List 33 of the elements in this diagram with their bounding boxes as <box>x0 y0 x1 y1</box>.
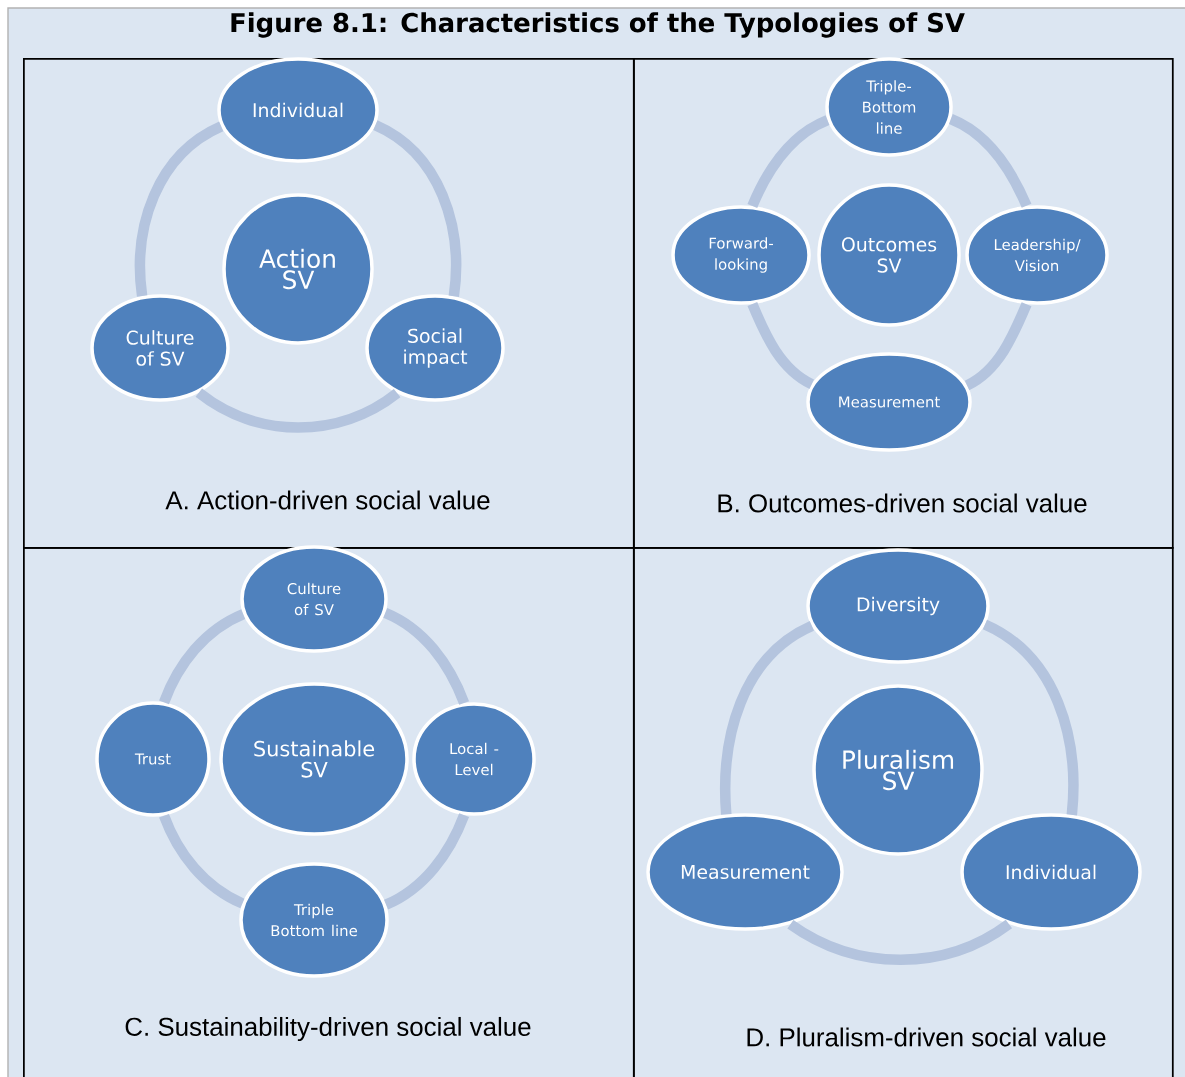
ring-arc <box>982 619 1079 816</box>
circle-node: Culture of SV <box>90 294 230 402</box>
circle-node: Individual <box>217 57 379 163</box>
ring-arc <box>747 302 815 389</box>
ring-arc <box>964 302 1032 391</box>
ring-arc <box>159 813 245 909</box>
circle-node: Culture of SV <box>240 545 388 653</box>
ring-arc <box>383 813 470 910</box>
ring-arc <box>159 609 246 705</box>
circle-node: Social impact <box>365 294 505 402</box>
circle-node: Diversity <box>806 548 990 664</box>
circle-node: Leadership/ Vision <box>965 205 1109 305</box>
circle-node: Triple Bottom line <box>239 862 389 978</box>
ring-arc <box>134 121 224 297</box>
circle-node: Measurement <box>646 813 844 931</box>
circle-node: Sustainable SV <box>219 682 409 836</box>
circle-node: Local - Level <box>412 702 536 816</box>
circle-node: Triple-Bottom line <box>825 57 953 157</box>
circle-node: Individual <box>960 813 1142 931</box>
circle-node: Pluralism SV <box>812 684 984 856</box>
ring-arc <box>383 608 470 705</box>
ring-arc <box>747 115 830 209</box>
figure-title: Figure 8.1: Characteristics of the Typologies of SV <box>231 12 965 38</box>
ring-arc <box>195 388 401 433</box>
circle-node: Outcomes SV <box>817 183 961 327</box>
circle-node: Measurement <box>806 352 972 452</box>
ring-arc <box>720 621 815 815</box>
circle-node: Action SV <box>222 193 374 345</box>
circle-node: Trust <box>95 701 211 817</box>
circle-node: Forward-looking <box>671 205 811 305</box>
ring-arc <box>948 114 1032 208</box>
ring-arc <box>787 919 1012 965</box>
ring-arc <box>372 120 462 297</box>
